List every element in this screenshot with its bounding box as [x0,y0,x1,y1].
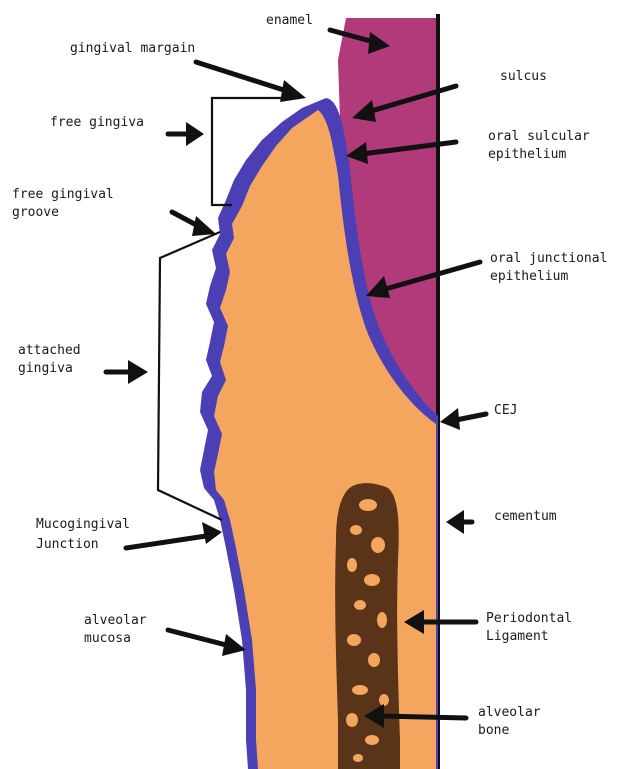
label-oral-junctional-2: epithelium [490,269,568,284]
label-cej: CEJ [494,403,517,418]
label-mucogingival-1: Mucogingival [36,517,130,532]
label-attached-gingiva-1: attached [18,343,81,358]
gingival-margin-arrow [196,62,306,102]
cej-arrow [440,408,486,430]
label-free-gingival-groove-2: groove [12,205,59,220]
alveolar-bone [335,483,400,769]
label-gingival-margin: gingival margain [70,41,195,56]
label-cementum: cementum [494,509,557,524]
label-alveolar-bone-1: alveolar [478,705,541,720]
label-oral-junctional-1: oral junctional [490,251,607,266]
label-free-gingiva: free gingiva [50,115,144,130]
label-attached-gingiva-2: gingiva [18,361,73,376]
label-alveolar-mucosa-2: mucosa [84,631,131,646]
label-enamel: enamel [266,13,313,28]
label-alveolar-bone-2: bone [478,723,509,738]
cementum-arrow [446,510,472,534]
label-periodontal-1: Periodontal [486,611,572,626]
label-alveolar-mucosa-1: alveolar [84,613,147,628]
label-oral-sulcular-2: epithelium [488,147,566,162]
label-free-gingival-groove-1: free gingival [12,187,114,202]
label-oral-sulcular-1: oral sulcular [488,129,590,144]
label-mucogingival-2: Junction [36,537,99,552]
label-periodontal-2: Ligament [486,629,549,644]
free-gingiva-arrow [168,122,204,146]
alveolar-mucosa-arrow [168,630,246,656]
attached-gingiva-arrow [106,360,148,384]
mucogingival-arrow [126,522,222,548]
free-gingival-groove-arrow [172,212,216,236]
label-sulcus: sulcus [500,69,547,84]
